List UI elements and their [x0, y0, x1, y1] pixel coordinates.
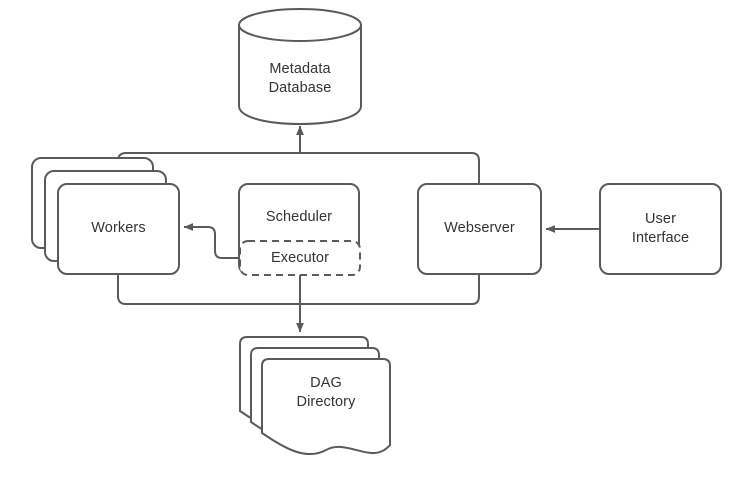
node-webserver[interactable] [417, 183, 542, 275]
edge-upper-bus [117, 152, 480, 184]
node-metadata-database[interactable] [238, 8, 362, 125]
node-executor[interactable] [239, 240, 361, 276]
node-dag-directory[interactable] [239, 336, 391, 456]
node-workers[interactable] [31, 157, 180, 275]
edge-executor-to-workers [183, 223, 240, 259]
node-user-interface[interactable] [599, 183, 722, 275]
dag-doc-front [261, 358, 391, 456]
workers-card-front [57, 183, 180, 275]
edge-lower-bus [117, 274, 480, 305]
